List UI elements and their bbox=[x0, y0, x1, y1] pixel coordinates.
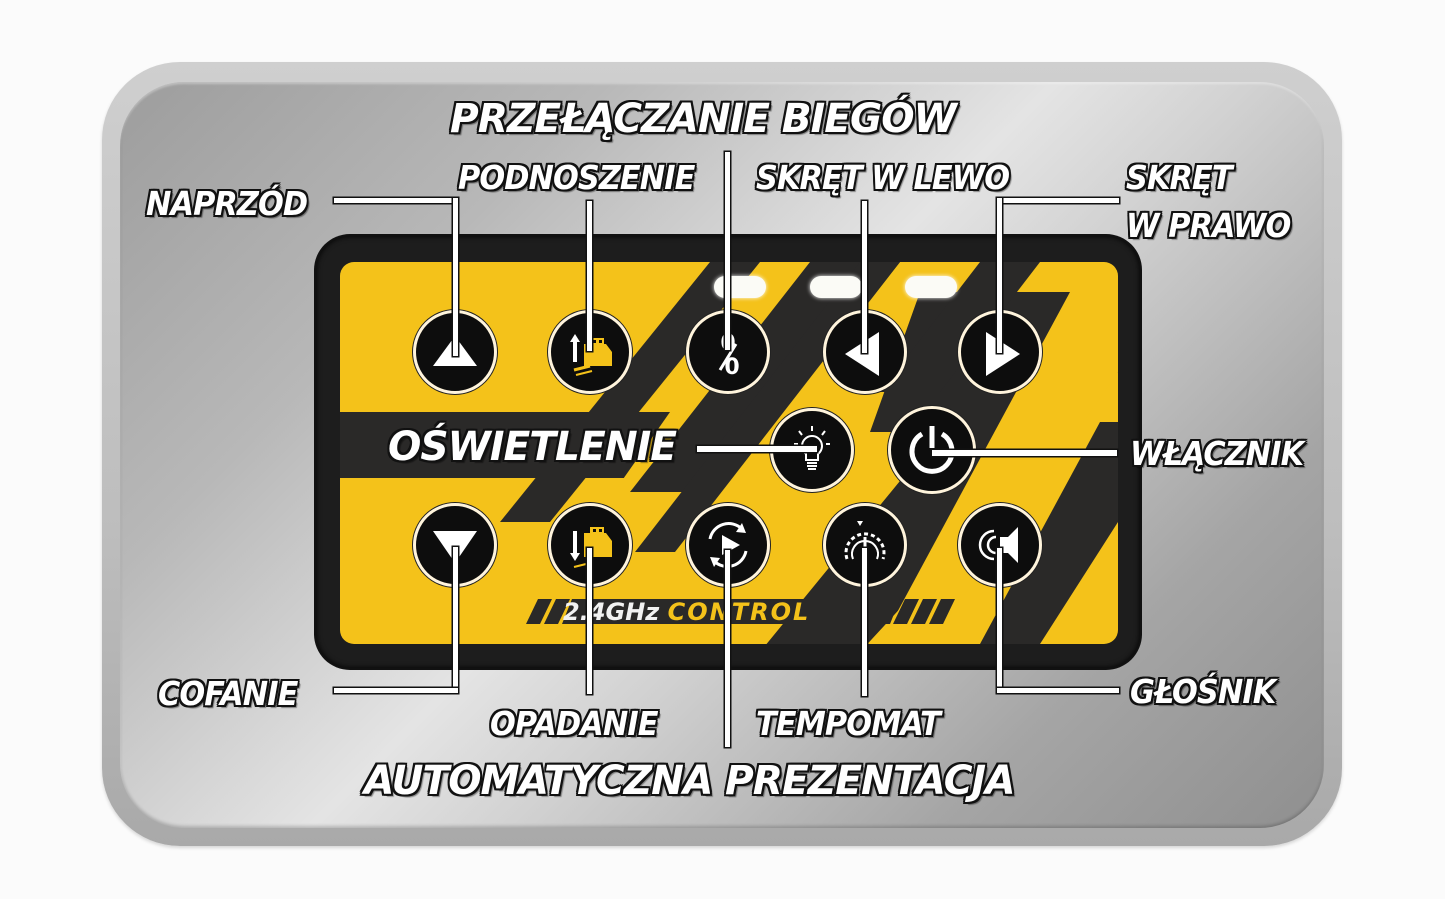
leader-oswietlenie bbox=[697, 446, 817, 452]
status-led-1 bbox=[714, 276, 766, 298]
label-tempomat: TEMPOMAT bbox=[756, 704, 941, 743]
leader-skret-prawo-v bbox=[997, 198, 1002, 353]
label-cofanie: COFANIE bbox=[158, 674, 298, 713]
leader-cofanie-h bbox=[334, 688, 458, 693]
svg-text:0: 0 bbox=[724, 355, 739, 380]
leader-podnoszenie bbox=[587, 201, 592, 351]
leader-prezentacja bbox=[725, 550, 730, 747]
label-glosnik: GŁOŚNIK bbox=[1130, 672, 1276, 711]
label-przelaczanie-biegow: PRZEŁĄCZANIE BIEGÓW bbox=[450, 96, 957, 142]
leader-glosnik-v bbox=[997, 548, 1002, 693]
lift-up-button[interactable] bbox=[548, 310, 632, 394]
label-podnoszenie: PODNOSZENIE bbox=[458, 158, 695, 197]
light-bulb-icon bbox=[794, 426, 830, 470]
leader-skret-prawo-h bbox=[997, 198, 1119, 203]
label-skret-w-prawo-1: SKRĘT bbox=[1126, 158, 1233, 197]
leader-przelaczanie bbox=[725, 152, 730, 350]
brand-label: 2.4GHz CONTROL bbox=[563, 598, 811, 626]
leader-glosnik-h bbox=[997, 688, 1119, 693]
arrow-right-icon bbox=[986, 332, 1020, 376]
label-skret-w-lewo: SKRĘT W LEWO bbox=[756, 158, 1010, 197]
leader-skret-lewo bbox=[862, 201, 867, 353]
leader-tempomat bbox=[862, 548, 867, 696]
label-opadanie: OPADANIE bbox=[490, 704, 658, 743]
status-led-2 bbox=[810, 276, 862, 298]
oswietlenie-band bbox=[340, 412, 670, 478]
power-icon bbox=[909, 426, 955, 474]
label-skret-w-prawo-2: W PRAWO bbox=[1126, 206, 1291, 245]
leader-naprzod-h bbox=[334, 198, 458, 203]
status-led-3 bbox=[905, 276, 957, 298]
leader-opadanie bbox=[587, 548, 592, 694]
label-naprzod: NAPRZÓD bbox=[146, 184, 308, 223]
leader-wlacznik bbox=[932, 450, 1117, 456]
leader-naprzod-v bbox=[453, 198, 458, 356]
speaker-icon bbox=[978, 527, 1018, 563]
label-automatyczna-prezentacja: AUTOMATYCZNA PREZENTACJA bbox=[364, 758, 1015, 804]
label-oswietlenie: OŚWIETLENIE bbox=[388, 424, 677, 470]
leader-cofanie-v bbox=[453, 547, 458, 693]
label-wlacznik: WŁĄCZNIK bbox=[1130, 434, 1304, 473]
arrow-left-icon bbox=[845, 332, 879, 376]
demo-mode-button[interactable] bbox=[686, 503, 770, 587]
